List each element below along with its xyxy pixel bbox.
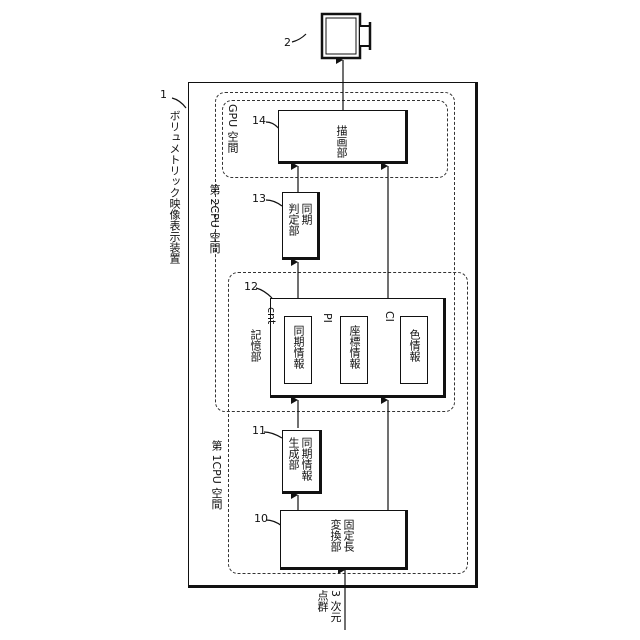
- display-monitor-icon: [322, 14, 370, 58]
- ref-12: 12: [244, 280, 258, 293]
- cnt-label: cnt: [265, 307, 278, 324]
- leader-12: [256, 288, 272, 298]
- ref-1: 1: [160, 88, 167, 101]
- render-unit-box: 描画部: [278, 110, 408, 164]
- device-label: ボリュメトリック映像表示装置: [168, 110, 181, 264]
- coord-info-box: 座標情報: [340, 316, 368, 384]
- sync-info-label: 同期情報: [292, 325, 305, 369]
- sync-judge-label: 同期 判定部: [287, 203, 313, 236]
- fixed-length-label: 固定長 変換部: [329, 519, 355, 552]
- leader-1: [172, 98, 186, 108]
- input-point-cloud-label: 3 次元 点群: [316, 590, 342, 623]
- leader-11: [264, 432, 282, 438]
- gpu-space-label: GPU 空間: [226, 104, 239, 153]
- fixed-length-box: 固定長 変換部: [280, 510, 408, 570]
- leader-2: [292, 34, 306, 42]
- sync-info-box: 同期情報: [284, 316, 312, 384]
- ci-label: CI: [383, 311, 396, 322]
- pi-label: PI: [321, 313, 334, 323]
- ref-11: 11: [252, 424, 266, 437]
- color-info-box: 色情報: [400, 316, 428, 384]
- ref-2: 2: [284, 36, 291, 49]
- cpu1-space-label: 第 1CPU 空間: [210, 440, 223, 509]
- sync-gen-box: 同期情報 生成部: [282, 430, 322, 494]
- coord-info-label: 座標情報: [348, 325, 361, 369]
- storage-unit-label: 記憶部: [249, 329, 262, 362]
- leader-13: [266, 200, 282, 206]
- cpu2-space-label: 第 2CPU 空間: [208, 184, 221, 253]
- ref-14: 14: [252, 114, 266, 127]
- sync-judge-box: 同期 判定部: [282, 192, 320, 260]
- ref-13: 13: [252, 192, 266, 205]
- color-info-label: 色情報: [408, 329, 421, 362]
- sync-gen-label: 同期情報 生成部: [287, 437, 313, 481]
- ref-10: 10: [254, 512, 268, 525]
- render-unit-label: 描画部: [335, 125, 348, 158]
